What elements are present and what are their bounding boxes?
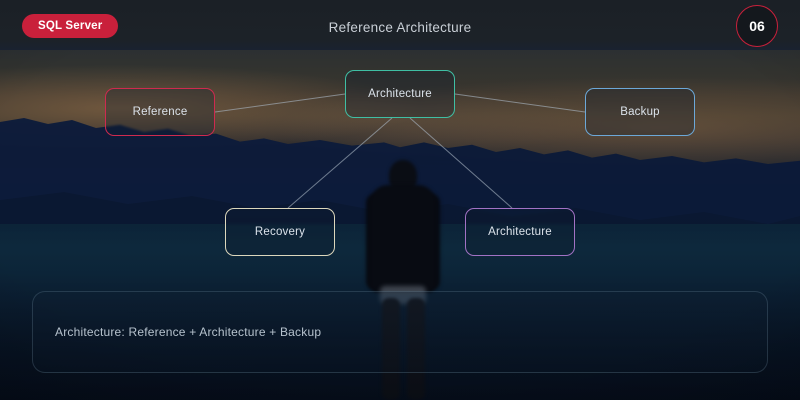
node-label: Architecture (488, 226, 552, 238)
node-label: Backup (620, 106, 660, 118)
page-number-badge: 06 (736, 5, 778, 47)
caption-panel: Architecture: Reference + Architecture +… (32, 291, 768, 373)
diagram-node-reference[interactable]: Reference (105, 88, 215, 136)
page-title: Reference Architecture (328, 20, 472, 35)
header-bar: SQL Server Reference Architecture 06 (0, 0, 800, 50)
diagram-node-backup[interactable]: Backup (585, 88, 695, 136)
node-label: Recovery (254, 226, 306, 238)
brand-badge[interactable]: SQL Server (22, 14, 119, 38)
diagram-node-recovery[interactable]: Recovery (225, 208, 335, 256)
diagram-node-architecture-center[interactable]: Architecture (345, 70, 455, 118)
node-label: Architecture (368, 88, 432, 100)
caption-text: Architecture: Reference + Architecture +… (55, 325, 322, 339)
node-label: Reference (132, 106, 188, 118)
diagram-node-architecture-bottom[interactable]: Architecture (465, 208, 575, 256)
